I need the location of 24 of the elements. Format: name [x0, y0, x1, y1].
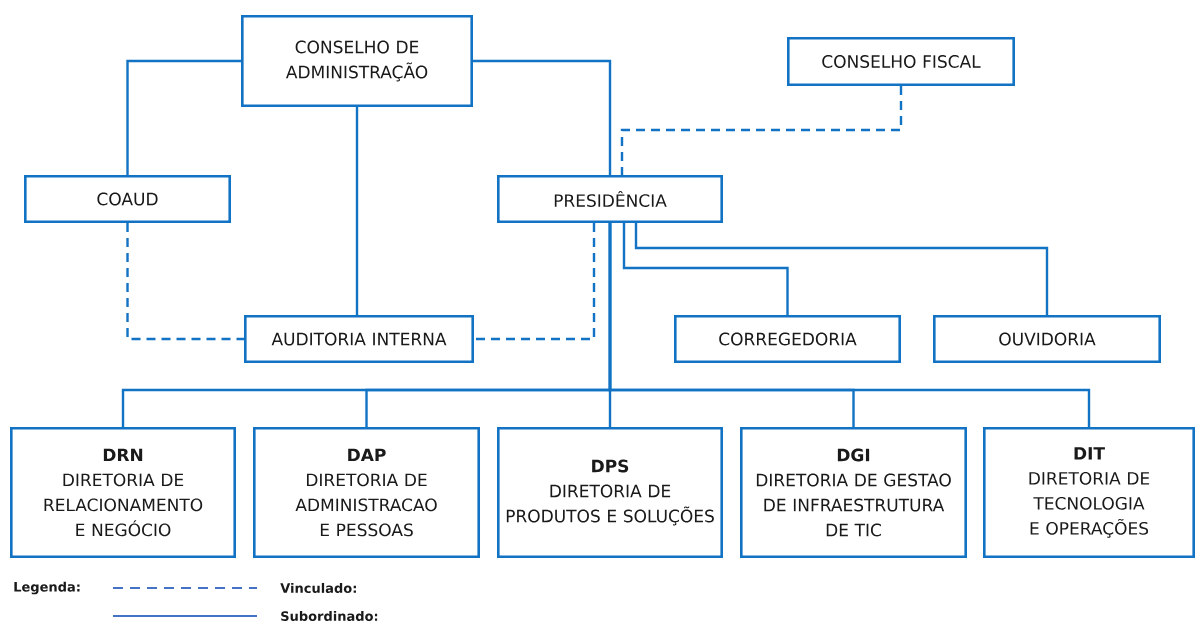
directorate-box: DRN DIRETORIA DE RELACIONAMENTO E NEGÓCIO — [10, 427, 236, 558]
connector-line — [126, 223, 244, 341]
connector-line — [634, 223, 1049, 315]
legend-text: Subordinado: — [281, 610, 378, 621]
legend-title: Legenda: — [14, 581, 80, 595]
org-box: AUDITORIA INTERNA — [244, 315, 474, 363]
org-box: OUVIDORIA — [933, 315, 1161, 363]
connector-line — [126, 59, 241, 175]
connector-line — [622, 223, 789, 315]
connector-line — [473, 59, 612, 175]
org-box: CORREGEDORIA — [674, 315, 901, 363]
directorate-box: DIT DIRETORIA DE TECNOLOGIA E OPERAÇÕES — [983, 427, 1195, 558]
org-box: PRESIDÊNCIA — [497, 175, 723, 223]
connector-line — [474, 223, 596, 341]
legend-text: Vinculado: — [280, 582, 356, 594]
org-box: COAUD — [24, 175, 231, 223]
connector-line — [620, 86, 903, 175]
directorate-box: DGI DIRETORIA DE GESTAO DE INFRAESTRUTURA DE TIC — [740, 427, 967, 558]
org-box: CONSELHO DE ADMINISTRAÇÃO — [241, 15, 473, 107]
directorate-box: DPS DIRETORIA DE PRODUTOS E SOLUÇÕES — [497, 427, 723, 558]
connector-line — [355, 107, 359, 315]
connector-line — [608, 223, 1091, 427]
directorate-box: DAP DIRETORIA DE ADMINISTRACAO E PESSOAS — [253, 427, 480, 558]
org-box: CONSELHO FISCAL — [787, 37, 1015, 86]
